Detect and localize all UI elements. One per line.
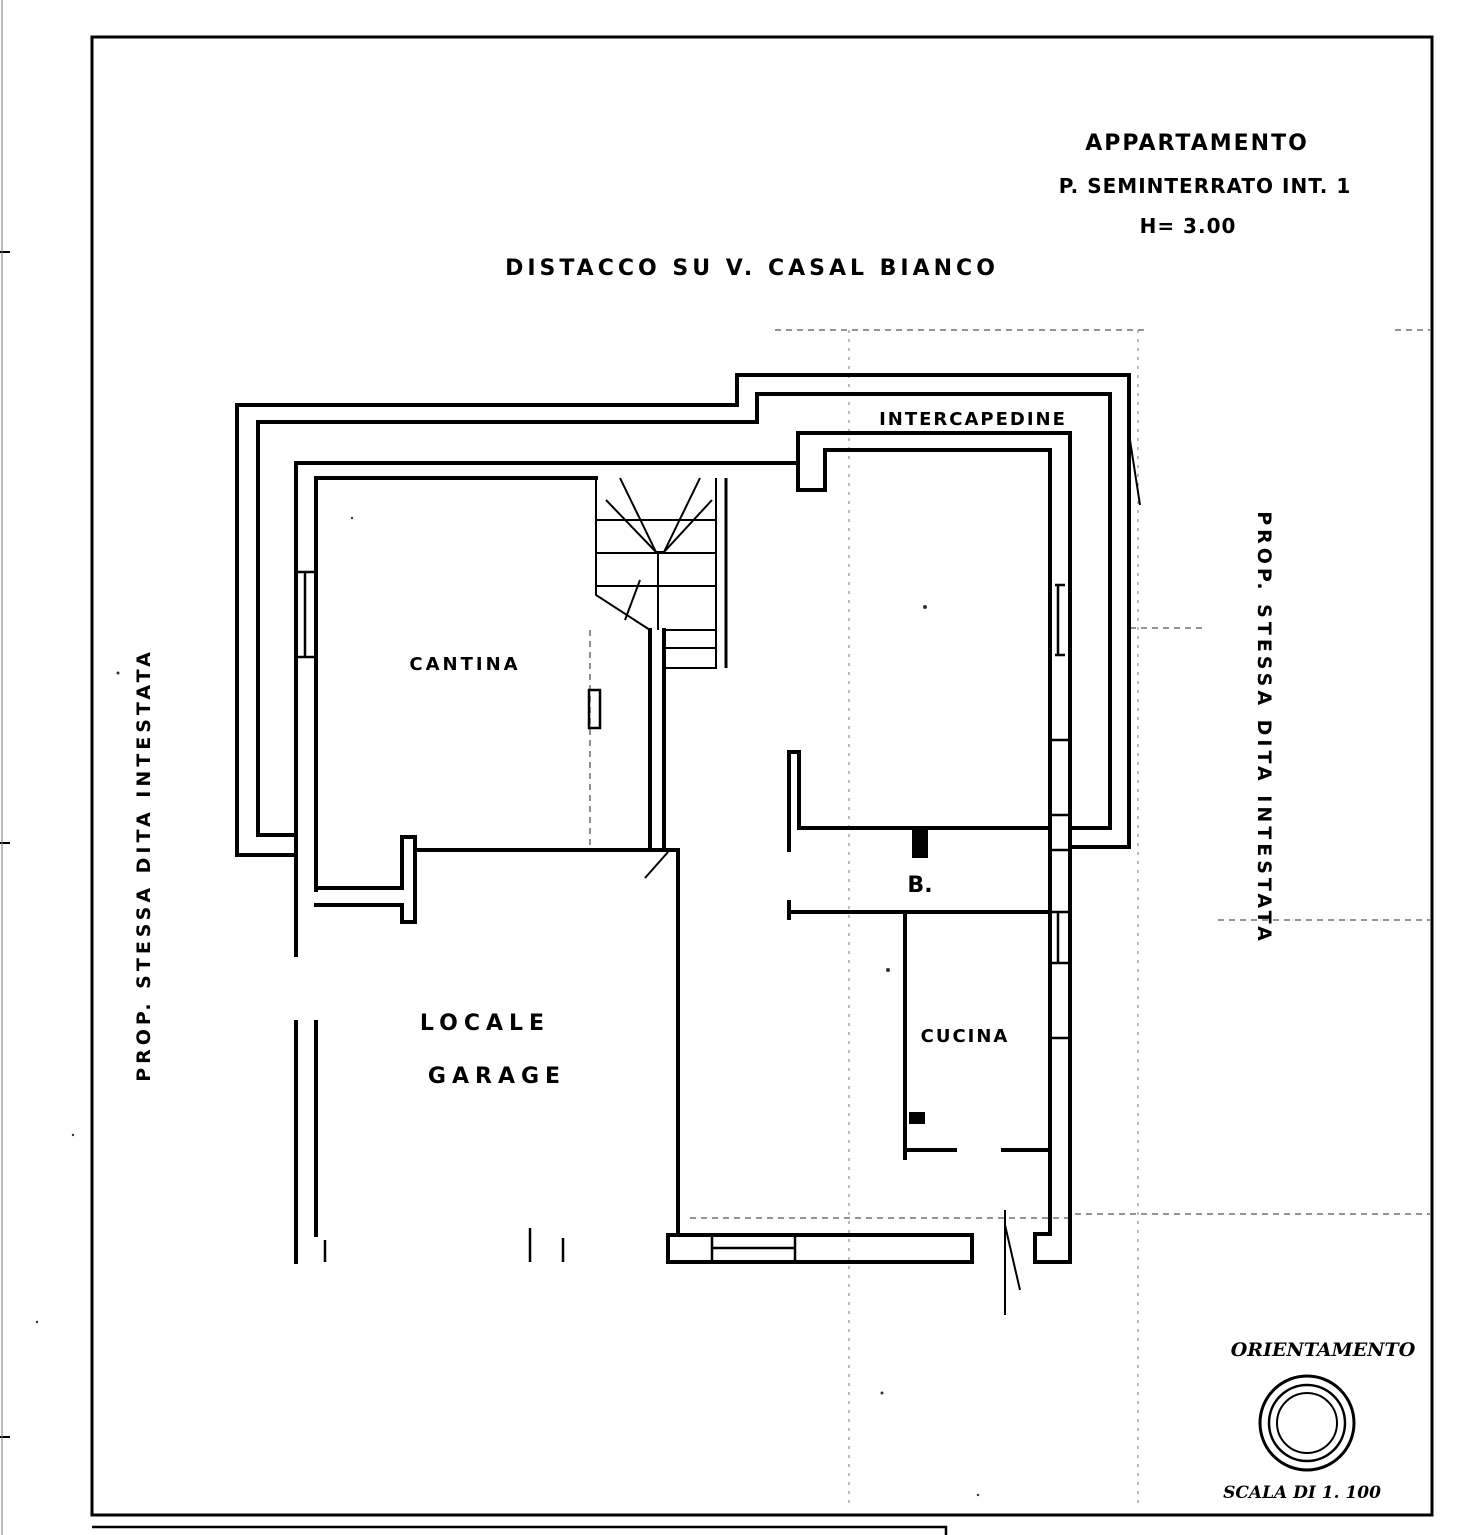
room-label-cucina: CUCINA [921, 1026, 1010, 1047]
staircase [595, 477, 728, 669]
interior-walls [314, 628, 1052, 1237]
room-label-garage: GARAGE [428, 1064, 566, 1089]
door-marks [644, 439, 1141, 1315]
right-boundary-label: PROP. STESSA DITA INTESTATA [1253, 511, 1275, 945]
stamp-box [92, 1525, 948, 1535]
room-label-cantina: CANTINA [409, 654, 520, 675]
room-label-intercapedine: INTERCAPEDINE [879, 409, 1067, 430]
header-line-3: H= 3.00 [1140, 214, 1237, 238]
perimeter-walls [235, 373, 1131, 1264]
room-label-bath: B. [907, 873, 932, 898]
room-label-locale: LOCALE [420, 1011, 550, 1036]
top-boundary-label: DISTACCO SU V. CASAL BIANCO [505, 256, 999, 281]
drawing-frame [90, 35, 1434, 1517]
header-line-1: APPARTAMENTO [1085, 131, 1309, 156]
header-line-2: P. SEMINTERRATO INT. 1 [1059, 174, 1352, 198]
reference-lines [690, 329, 1430, 1505]
header-block: APPARTAMENTO P. SEMINTERRATO INT. 1 H= 3… [1059, 131, 1352, 238]
left-boundary-label: PROP. STESSA DITA INTESTATA [133, 648, 155, 1082]
orientation-compass-icon [1258, 1374, 1356, 1472]
scan-specks [35, 516, 980, 1497]
orientation-label: ORIENTAMENTO [1231, 1339, 1416, 1361]
scale-label: SCALA DI 1. 100 [1223, 1483, 1381, 1503]
